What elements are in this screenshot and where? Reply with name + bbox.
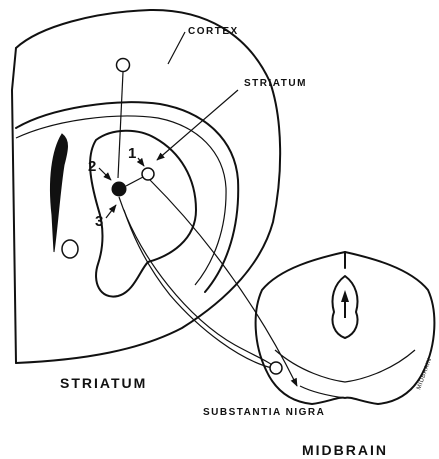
substantia-nigra-label: SUBSTANTIA NIGRA (203, 407, 325, 418)
cortical-neuron (117, 59, 130, 72)
marker-1-arrow (138, 158, 144, 166)
nigrostriatal-return (124, 210, 272, 368)
marker-1: 1 (128, 145, 136, 162)
striatum-leader (157, 90, 238, 160)
marker-2-arrow (99, 168, 111, 180)
nigral-neuron (270, 362, 282, 374)
anterior-commissure (62, 240, 78, 258)
marker-3-arrow (106, 205, 116, 218)
cortex-leader (168, 32, 185, 64)
striatum-region-label: STRIATUM (244, 78, 307, 89)
corticostriatal-axon (118, 72, 123, 178)
midbrain-label: MIDBRAIN (302, 442, 388, 458)
lateral-ventricle (50, 134, 67, 252)
striatum-section-label: STRIATUM (60, 375, 147, 391)
midline-left-edge (12, 48, 16, 363)
artist-signature: MIDBRAIN (416, 357, 433, 390)
marker-2: 2 (88, 158, 96, 175)
striatal-neuron-link (126, 177, 143, 186)
substantia-nigra-band (275, 350, 415, 382)
aqueduct-arrow (341, 290, 349, 318)
striatum-body (90, 131, 196, 297)
striatal-neuron-light (142, 168, 154, 180)
striatal-neuron-dark (112, 182, 127, 197)
cortex-label: CORTEX (188, 26, 239, 37)
marker-3: 3 (95, 213, 103, 230)
midbrain-outline (256, 252, 435, 404)
cerebral-peduncle-line (300, 386, 345, 398)
